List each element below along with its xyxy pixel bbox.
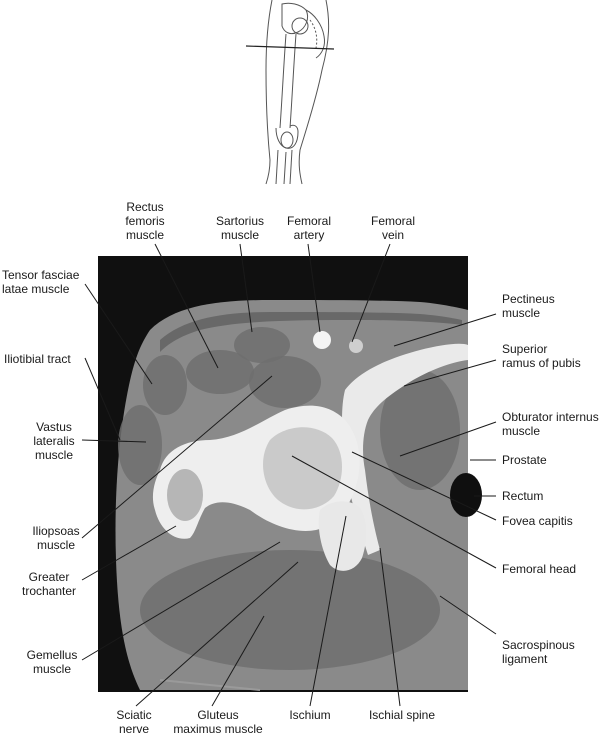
femoral-vein-shape bbox=[349, 339, 363, 353]
label-sacrospinous: Sacrospinous ligament bbox=[502, 638, 575, 666]
gluteus-region bbox=[140, 550, 440, 670]
femoral-artery-shape bbox=[313, 331, 331, 349]
iliopsoas-region bbox=[249, 356, 321, 408]
leg-skeleton-icon bbox=[245, 0, 335, 185]
tfl-region bbox=[143, 355, 187, 415]
label-pectineus: Pectineus muscle bbox=[502, 292, 555, 320]
slice-plane-line bbox=[245, 45, 335, 50]
label-femoral-artery: Femoral artery bbox=[286, 214, 331, 242]
rectus-region bbox=[186, 350, 254, 394]
label-gluteus-maximus: Gluteus maximus muscle bbox=[173, 708, 263, 736]
label-ischium: Ischium bbox=[289, 708, 331, 722]
label-fovea-capitis: Fovea capitis bbox=[502, 514, 573, 528]
label-iliotibial-tract: Iliotibial tract bbox=[4, 352, 71, 366]
rectum-shape bbox=[450, 473, 482, 517]
label-rectus-femoris: Rectus femoris muscle bbox=[125, 200, 165, 242]
label-sartorius: Sartorius muscle bbox=[215, 214, 265, 242]
label-greater-trochanter: Greater trochanter bbox=[21, 570, 77, 598]
label-rectum: Rectum bbox=[502, 489, 544, 503]
fat-band bbox=[160, 312, 462, 352]
label-iliopsoas: Iliopsoas muscle bbox=[32, 524, 80, 552]
sartorius-region bbox=[234, 327, 290, 363]
label-sciatic-nerve: Sciatic nerve bbox=[116, 708, 152, 736]
vastus-region bbox=[118, 405, 162, 485]
pubis-bone bbox=[342, 343, 468, 555]
label-tensor-fasciae-latae: Tensor fasciae latae muscle bbox=[2, 268, 80, 296]
label-gemellus: Gemellus muscle bbox=[26, 648, 78, 676]
label-femoral-head: Femoral head bbox=[502, 562, 577, 576]
label-obturator-internus: Obturator internus muscle bbox=[502, 410, 599, 438]
trochanter-marrow bbox=[167, 469, 203, 521]
label-prostate: Prostate bbox=[502, 453, 547, 467]
label-ischial-spine: Ischial spine bbox=[368, 708, 436, 722]
label-vastus-lateralis: Vastus lateralis muscle bbox=[33, 420, 75, 462]
label-femoral-vein: Femoral vein bbox=[370, 214, 415, 242]
label-superior-ramus: Superior ramus of pubis bbox=[502, 342, 581, 370]
